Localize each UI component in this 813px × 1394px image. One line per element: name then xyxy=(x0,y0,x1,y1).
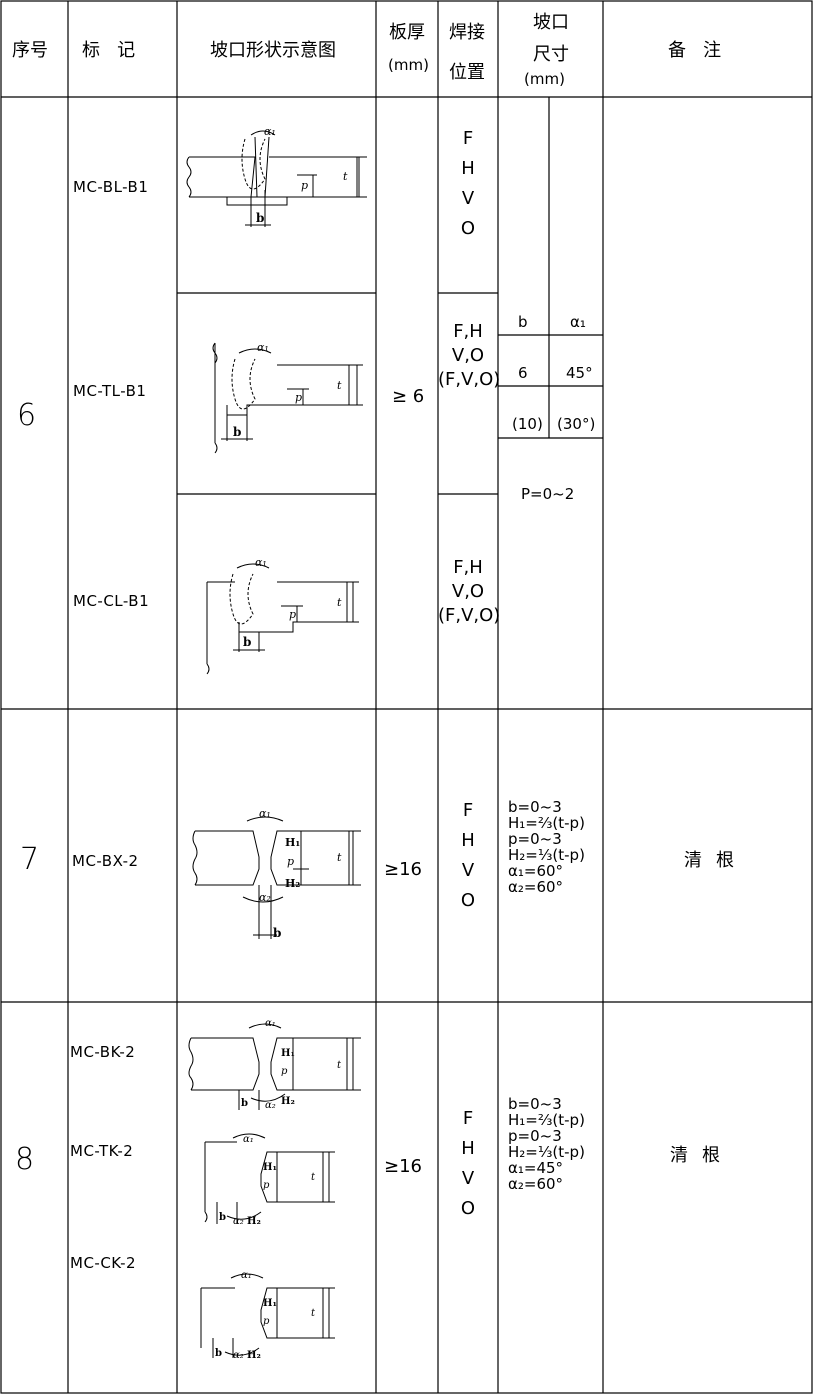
svg-text:H₂: H₂ xyxy=(247,1350,261,1361)
row6-mark-3: MC-CL-B1 xyxy=(73,592,150,610)
header-thickness-unit: (mm) xyxy=(388,56,429,74)
row8-seq: 8 xyxy=(15,1142,35,1177)
svg-text:b: b xyxy=(243,635,251,649)
svg-text:α₁: α₁ xyxy=(243,1134,254,1145)
svg-text:t: t xyxy=(337,379,342,392)
header-shape: 坡口形状示意图 xyxy=(210,40,336,61)
diagram-bl-b1: α₁ p t b xyxy=(186,125,367,227)
svg-text:b: b xyxy=(219,1212,226,1223)
row6-position-2: F,H V,O (F,V,O) xyxy=(438,321,501,390)
svg-text:α₂: α₂ xyxy=(265,1100,276,1111)
header-groove-2: 尺寸 xyxy=(533,44,569,65)
header-seq: 序号 xyxy=(12,40,48,61)
row6-dim-alt-b: (10) xyxy=(512,415,543,433)
svg-text:b: b xyxy=(233,425,241,439)
header-groove-1: 坡口 xyxy=(533,12,569,33)
row6-dim-head-a: α₁ xyxy=(570,313,586,331)
row6-mark-2: MC-TL-B1 xyxy=(73,382,147,400)
diagram-label-a2: α₂ xyxy=(259,891,271,904)
svg-text:p: p xyxy=(295,391,302,404)
svg-text:α₁: α₁ xyxy=(255,556,267,569)
row6-mark-1: MC-BL-B1 xyxy=(73,178,149,196)
row7-position: F H V O xyxy=(460,800,476,911)
row8-spec: b=0~3 H₁=⅔(t-p) p=0~3 H₂=⅓(t-p) α₁=45° α… xyxy=(508,1095,585,1193)
svg-text:p: p xyxy=(281,1066,288,1077)
row7-seq: 7 xyxy=(20,842,40,877)
header-mark: 标 记 xyxy=(82,40,136,61)
svg-text:H₁: H₁ xyxy=(263,1162,277,1173)
diagram-label-h1: H₁ xyxy=(285,836,300,849)
svg-text:H₂: H₂ xyxy=(247,1216,261,1227)
diagram-label-b: b xyxy=(256,211,264,225)
row7-spec: b=0~3 H₁=⅔(t-p) p=0~3 H₂=⅓(t-p) α₁=60° α… xyxy=(508,798,585,896)
row6-seq: 6 xyxy=(17,398,37,433)
svg-text:t: t xyxy=(311,1308,316,1319)
row6-dim-alt-a: (30°) xyxy=(557,415,596,433)
row6-dim-a: 45° xyxy=(566,364,593,382)
row6-position-1: F H V O xyxy=(460,128,476,239)
row7-thickness: ≥16 xyxy=(384,859,422,880)
svg-text:b: b xyxy=(273,926,281,940)
diagram-label-p: p xyxy=(301,179,308,192)
header-weld-pos-2: 位置 xyxy=(449,62,485,83)
diagram-cl-b1: α₁ p t b xyxy=(206,556,359,675)
svg-text:t: t xyxy=(311,1172,316,1183)
svg-text:p: p xyxy=(287,855,294,868)
header-groove-unit: (mm) xyxy=(524,70,565,88)
svg-text:H₁: H₁ xyxy=(281,1048,295,1059)
diagram-label-t: t xyxy=(343,170,348,183)
diagram-bx-2: α₁ H₁ p H₂ α₂ t b xyxy=(192,807,361,940)
svg-text:α₁: α₁ xyxy=(241,1270,252,1281)
row8-thickness: ≥16 xyxy=(384,1156,422,1177)
svg-text:t: t xyxy=(337,596,342,609)
row8-remark: 清根 xyxy=(670,1145,734,1166)
svg-text:H₂: H₂ xyxy=(281,1096,295,1107)
svg-text:p: p xyxy=(263,1316,270,1327)
svg-text:t: t xyxy=(337,1060,342,1071)
svg-text:p: p xyxy=(263,1180,270,1191)
row7-mark: MC-BX-2 xyxy=(72,852,139,870)
header-remark: 备 注 xyxy=(668,40,722,61)
row6-dim-head-b: b xyxy=(518,313,528,331)
row6-position-3: F,H V,O (F,V,O) xyxy=(438,557,501,626)
svg-text:α₂: α₂ xyxy=(233,1216,244,1227)
svg-text:b: b xyxy=(241,1098,248,1109)
svg-text:H₁: H₁ xyxy=(263,1298,277,1309)
row6-thickness: ≥ 6 xyxy=(392,386,425,407)
svg-text:b: b xyxy=(215,1348,222,1359)
row8-position: F H V O xyxy=(460,1108,476,1219)
row8-mark-3: MC-CK-2 xyxy=(70,1254,137,1272)
diagram-label-a1: α₁ xyxy=(264,125,276,138)
svg-text:t: t xyxy=(337,851,342,864)
row7-remark: 清根 xyxy=(684,850,748,871)
diagram-label-h2: H₂ xyxy=(285,877,300,890)
svg-text:α₂: α₂ xyxy=(233,1350,244,1361)
row8-mark-1: MC-BK-2 xyxy=(70,1043,136,1061)
svg-text:α₁: α₁ xyxy=(257,341,269,354)
row6-dim-b: 6 xyxy=(518,364,528,382)
svg-text:α₁: α₁ xyxy=(259,807,271,820)
header-weld-pos-1: 焊接 xyxy=(449,22,485,43)
svg-text:α₁: α₁ xyxy=(265,1018,276,1029)
row8-mark-2: MC-TK-2 xyxy=(70,1142,134,1160)
header-thickness: 板厚 xyxy=(389,22,425,43)
svg-text:p: p xyxy=(289,608,296,621)
row6-dim-p: P=0~2 xyxy=(521,485,575,503)
diagram-tl-b1: α₁ p t b xyxy=(212,341,363,454)
